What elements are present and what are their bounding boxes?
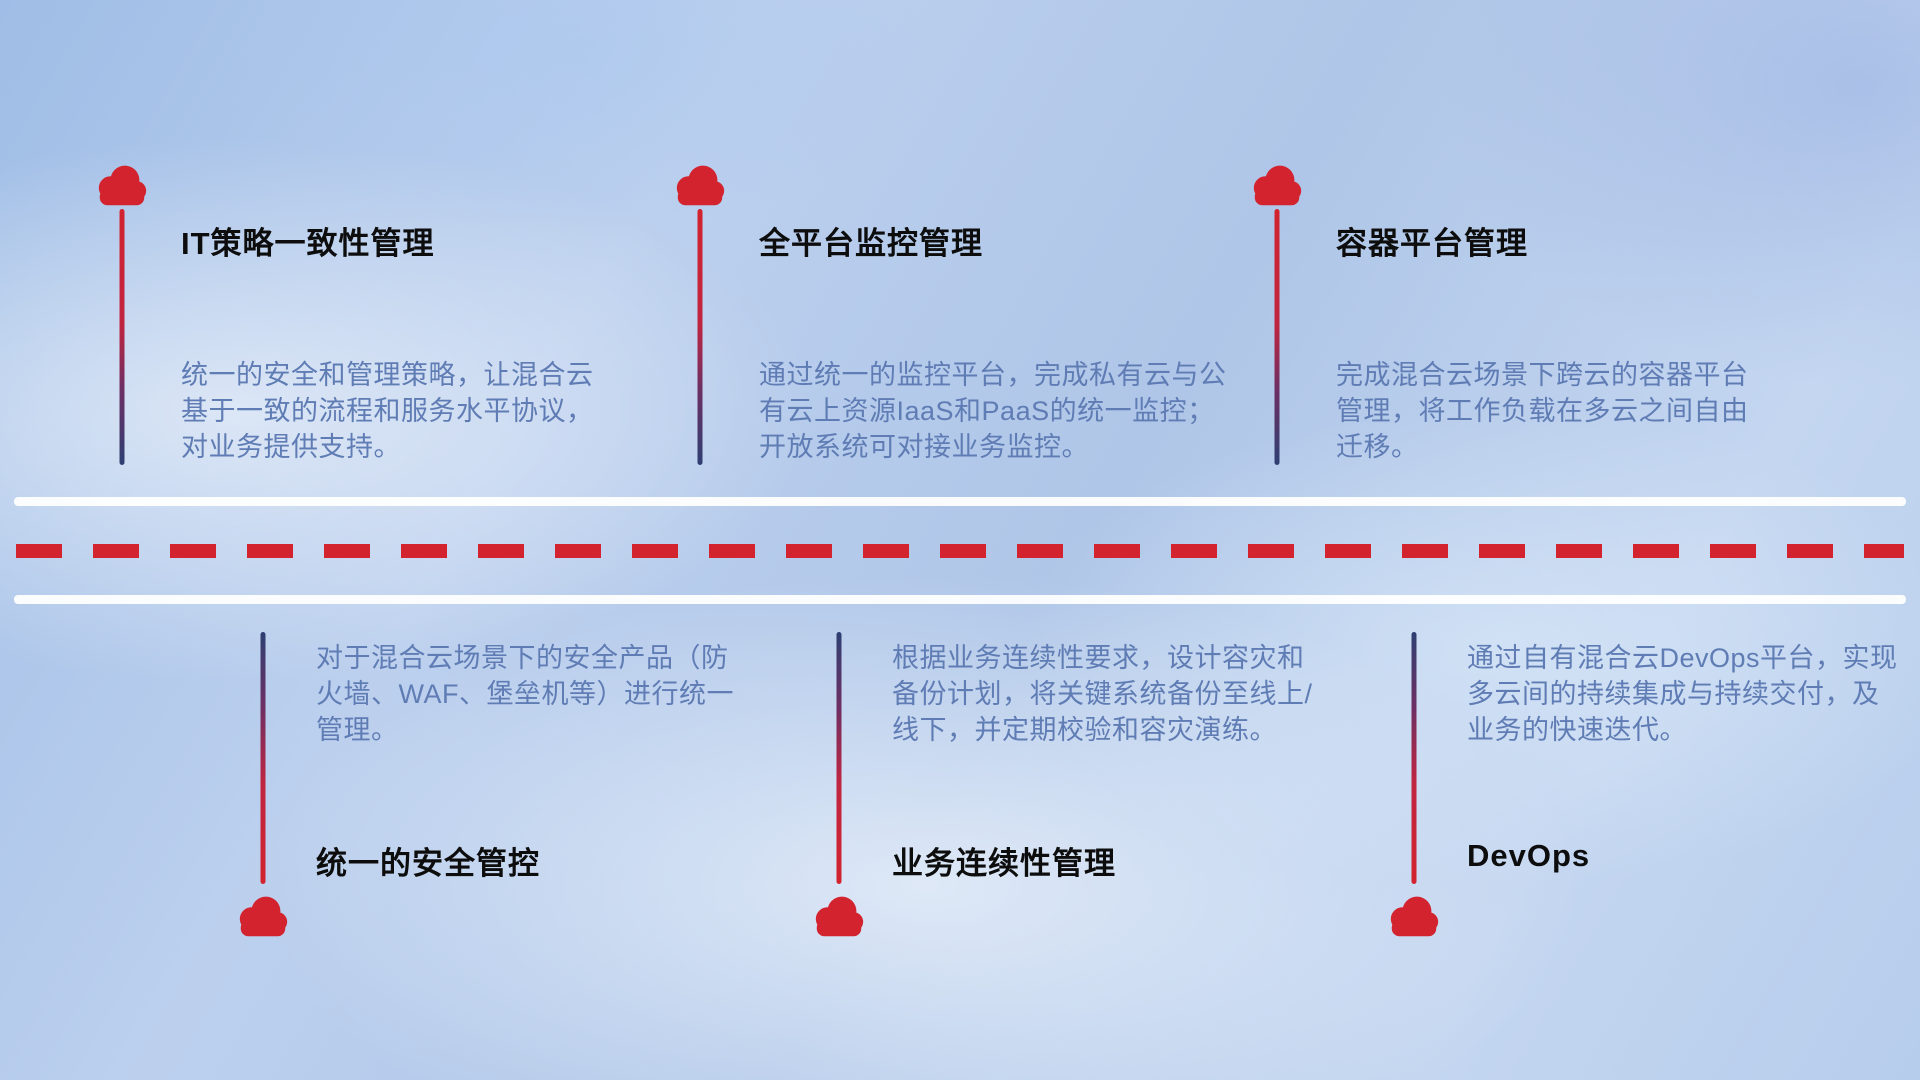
- cloud-icon: [234, 894, 292, 938]
- item-description: 通过自有混合云DevOps平台，实现多云间的持续集成与持续交付，及业务的快速迭代…: [1467, 643, 1898, 745]
- connector-line: [119, 209, 125, 465]
- cloud-icon: [1385, 894, 1443, 938]
- item-description: 通过统一的监控平台，完成私有云与公有云上资源IaaS和PaaS的统一监控；开放系…: [759, 360, 1227, 462]
- item-description: 对于混合云场景下的安全产品（防火墙、WAF、堡垒机等）进行统一管理。: [316, 643, 734, 745]
- cloud-icon: [93, 163, 151, 207]
- cloud-icon: [1248, 163, 1306, 207]
- road-dashed-centerline: [16, 544, 1904, 558]
- timeline-item-bottom-2: 根据业务连续性要求，设计容灾和备份计划，将关键系统备份至线上/线下，并定期校验和…: [815, 632, 1339, 952]
- road-line-bottom: [14, 595, 1906, 604]
- connector-line: [697, 209, 703, 465]
- connector-line: [260, 632, 266, 884]
- timeline-item-bottom-1: 对于混合云场景下的安全产品（防火墙、WAF、堡垒机等）进行统一管理。 统一的安全…: [239, 632, 763, 952]
- timeline-item-top-1: IT策略一致性管理 统一的安全和管理策略，让混合云基于一致的流程和服务水平协议，…: [98, 163, 622, 473]
- item-description: 根据业务连续性要求，设计容灾和备份计划，将关键系统备份至线上/线下，并定期校验和…: [892, 643, 1313, 745]
- road-line-top: [14, 497, 1906, 506]
- connector-line: [1411, 632, 1417, 884]
- timeline-item-top-2: 全平台监控管理 通过统一的监控平台，完成私有云与公有云上资源IaaS和PaaS的…: [676, 163, 1226, 473]
- item-title: 全平台监控管理: [759, 226, 983, 261]
- connector-line: [1274, 209, 1280, 465]
- item-description: 统一的安全和管理策略，让混合云基于一致的流程和服务水平协议，对业务提供支持。: [181, 360, 594, 462]
- cloud-icon: [810, 894, 868, 938]
- cloud-icon: [671, 163, 729, 207]
- item-title: 统一的安全管控: [316, 846, 540, 881]
- item-title: 容器平台管理: [1336, 226, 1528, 261]
- timeline-item-bottom-3: 通过自有混合云DevOps平台，实现多云间的持续集成与持续交付，及业务的快速迭代…: [1390, 632, 1914, 952]
- connector-line: [836, 632, 842, 884]
- item-description: 完成混合云场景下跨云的容器平台管理，将工作负载在多云之间自由迁移。: [1336, 360, 1749, 462]
- item-title: 业务连续性管理: [892, 846, 1116, 881]
- timeline-item-top-3: 容器平台管理 完成混合云场景下跨云的容器平台管理，将工作负载在多云之间自由迁移。: [1253, 163, 1777, 473]
- item-title: IT策略一致性管理: [181, 226, 435, 261]
- item-title: DevOps: [1467, 838, 1591, 873]
